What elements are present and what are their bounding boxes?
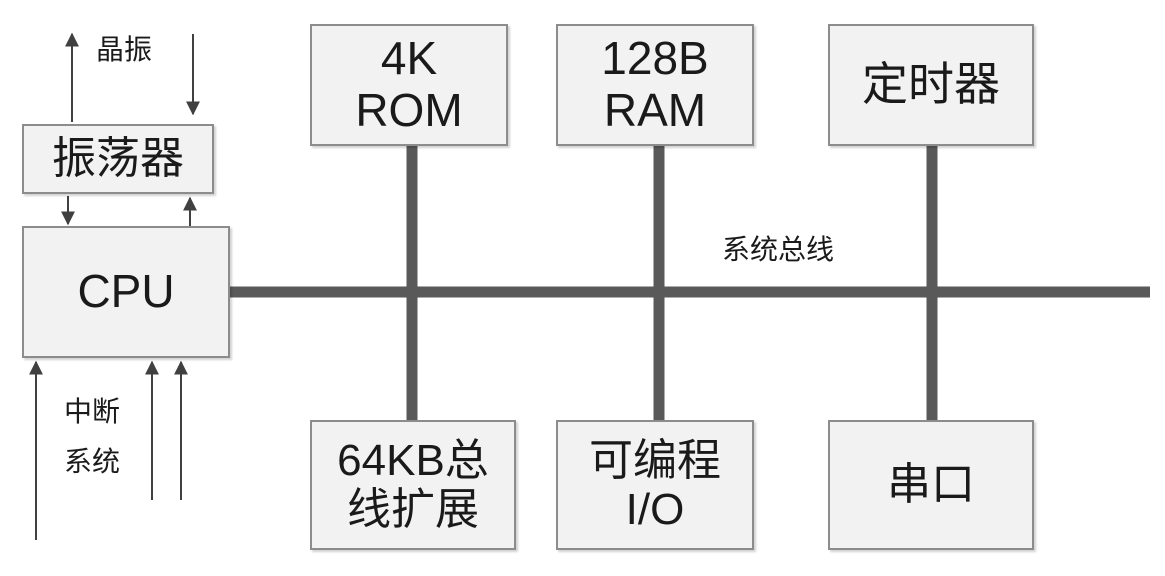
rom-size-label: 4K [380,32,438,85]
timer-block: 定时器 [828,24,1034,146]
crystal-label: 晶振 [96,34,153,65]
oscillator-block: 振荡器 [22,124,214,194]
ram-block: 128B RAM [556,24,754,146]
ram-label: RAM [603,84,707,136]
programmable-io-label-line1: 可编程 [589,435,721,485]
system-bus-label: 系统总线 [722,234,835,265]
programmable-io-block: 可编程 I/O [556,420,754,550]
ram-size-label: 128B [601,32,709,85]
interrupt-label-line1: 中断 [64,396,121,427]
interrupt-label-line2: 系统 [64,446,121,477]
rom-label: ROM [355,84,463,136]
serial-port-block: 串口 [828,420,1034,550]
programmable-io-label-line2: I/O [625,485,685,534]
bus-extension-label-line2: 线扩展 [347,485,479,534]
rom-block: 4K ROM [310,24,508,146]
oscillator-label: 振荡器 [52,134,184,184]
cpu-label: CPU [77,265,175,318]
cpu-block: CPU [22,226,230,358]
bus-extension-block: 64KB总 线扩展 [310,420,516,550]
timer-label: 定时器 [862,58,1000,111]
serial-port-label: 串口 [887,460,975,510]
bus-extension-label-line1: 64KB总 [337,435,489,485]
